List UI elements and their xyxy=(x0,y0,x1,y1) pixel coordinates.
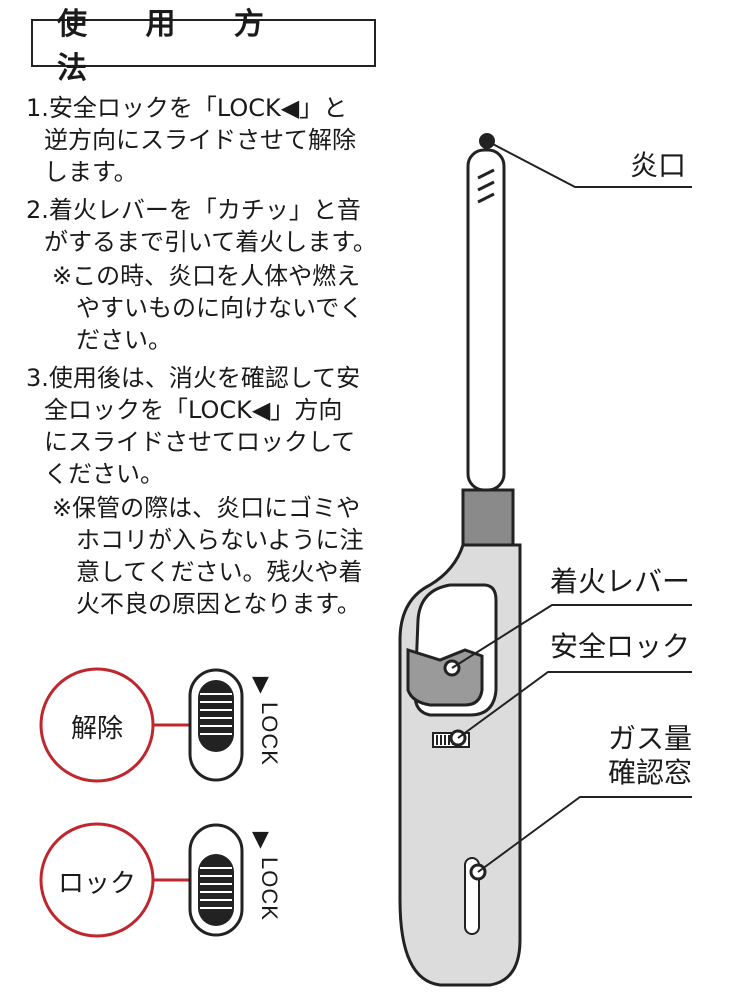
instruction-line: します。 xyxy=(44,158,138,186)
lock-arrow-icon: ▼ xyxy=(252,827,269,852)
callout-gas-window: 確認窓 xyxy=(608,756,693,789)
instruction-note: ※保管の際は、炎口にゴミや xyxy=(52,494,361,522)
switch-knob xyxy=(198,680,234,752)
instruction-line: がするまで引いて着火します。 xyxy=(44,228,377,256)
instruction-line: 3.使用後は、消火を確認して安 xyxy=(26,364,361,392)
switch-lock-text: LOCK xyxy=(257,857,282,921)
instruction-line: 逆方向にスライドさせて解除 xyxy=(44,126,356,154)
callout-gas-window: ガス量 xyxy=(608,722,693,755)
instruction-note: 火不良の原因となります。 xyxy=(76,590,361,618)
instruction-line: 2.着火レバーを「カチッ」と音 xyxy=(26,196,361,224)
switch-lock-text: LOCK xyxy=(257,702,282,766)
callout-safety-lock: 安全ロック xyxy=(550,630,691,663)
callout-nozzle: 炎口 xyxy=(630,149,687,182)
instruction-line: 1.安全ロックを「LOCK◀」と xyxy=(26,94,348,122)
instruction-note: ※この時、炎口を人体や燃え xyxy=(52,262,361,290)
nozzle-vents-icon xyxy=(477,168,495,204)
nozzle-tube xyxy=(466,148,506,492)
release-diagram xyxy=(39,667,244,783)
switch-knob xyxy=(198,854,234,926)
instruction-line: ください。 xyxy=(44,460,164,488)
lock-label: ロック xyxy=(57,869,136,899)
instruction-line: 全ロックを「LOCK◀」方向 xyxy=(44,396,343,424)
nozzle-collar xyxy=(461,488,515,547)
lock-diagram xyxy=(39,822,244,938)
ignition-lever xyxy=(406,647,484,707)
callout-ignition-lever: 着火レバー xyxy=(550,565,691,598)
instruction-note: ださい。 xyxy=(76,326,172,354)
release-label: 解除 xyxy=(70,714,123,744)
instruction-line: にスライドさせてロックして xyxy=(44,428,356,456)
instruction-note: ホコリが入らないように注 xyxy=(76,526,364,554)
instruction-note: やすいものに向けないでく xyxy=(76,294,364,322)
instruction-note: 意してください。残火や着 xyxy=(76,558,363,586)
lock-arrow-icon: ▼ xyxy=(252,672,269,697)
